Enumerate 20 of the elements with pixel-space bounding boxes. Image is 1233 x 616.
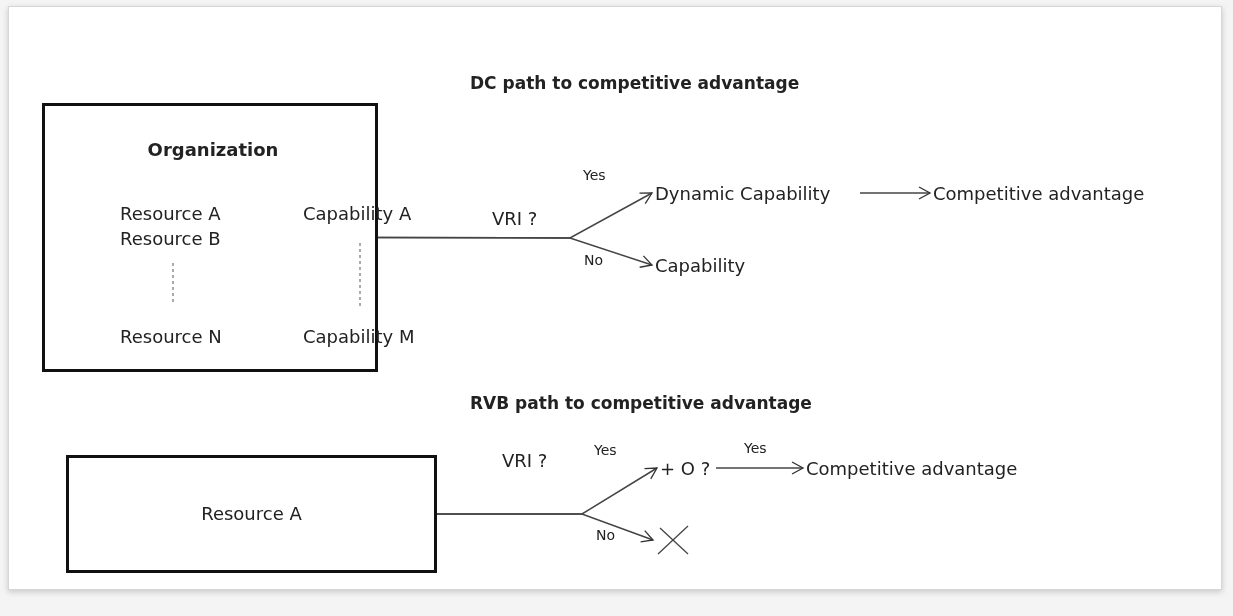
item-text: Resource B <box>120 228 221 250</box>
outcome-text: Capability <box>655 250 765 280</box>
arrow <box>715 461 804 475</box>
question-label: VRI ? <box>492 208 538 230</box>
section-heading: RVB path to competitive advantage <box>470 393 812 414</box>
cross-mark <box>656 524 690 556</box>
arrow <box>859 186 931 200</box>
box-heading: Organization <box>147 139 279 161</box>
outcome-text: Dynamic Capability <box>655 178 860 208</box>
question-label: VRI ? <box>502 450 548 472</box>
item-text: Resource A <box>120 203 221 225</box>
arrow <box>436 513 654 543</box>
arrow <box>377 236 653 268</box>
outcome-text: + O ? <box>660 453 716 483</box>
outcome-text: Competitive advantage <box>806 453 1056 483</box>
box-text: Resource A <box>201 503 302 525</box>
item-text: Resource N <box>120 326 222 348</box>
section-heading: DC path to competitive advantage <box>470 73 800 94</box>
outcome-text: Competitive advantage <box>933 178 1183 208</box>
rectangle-box <box>66 455 437 573</box>
